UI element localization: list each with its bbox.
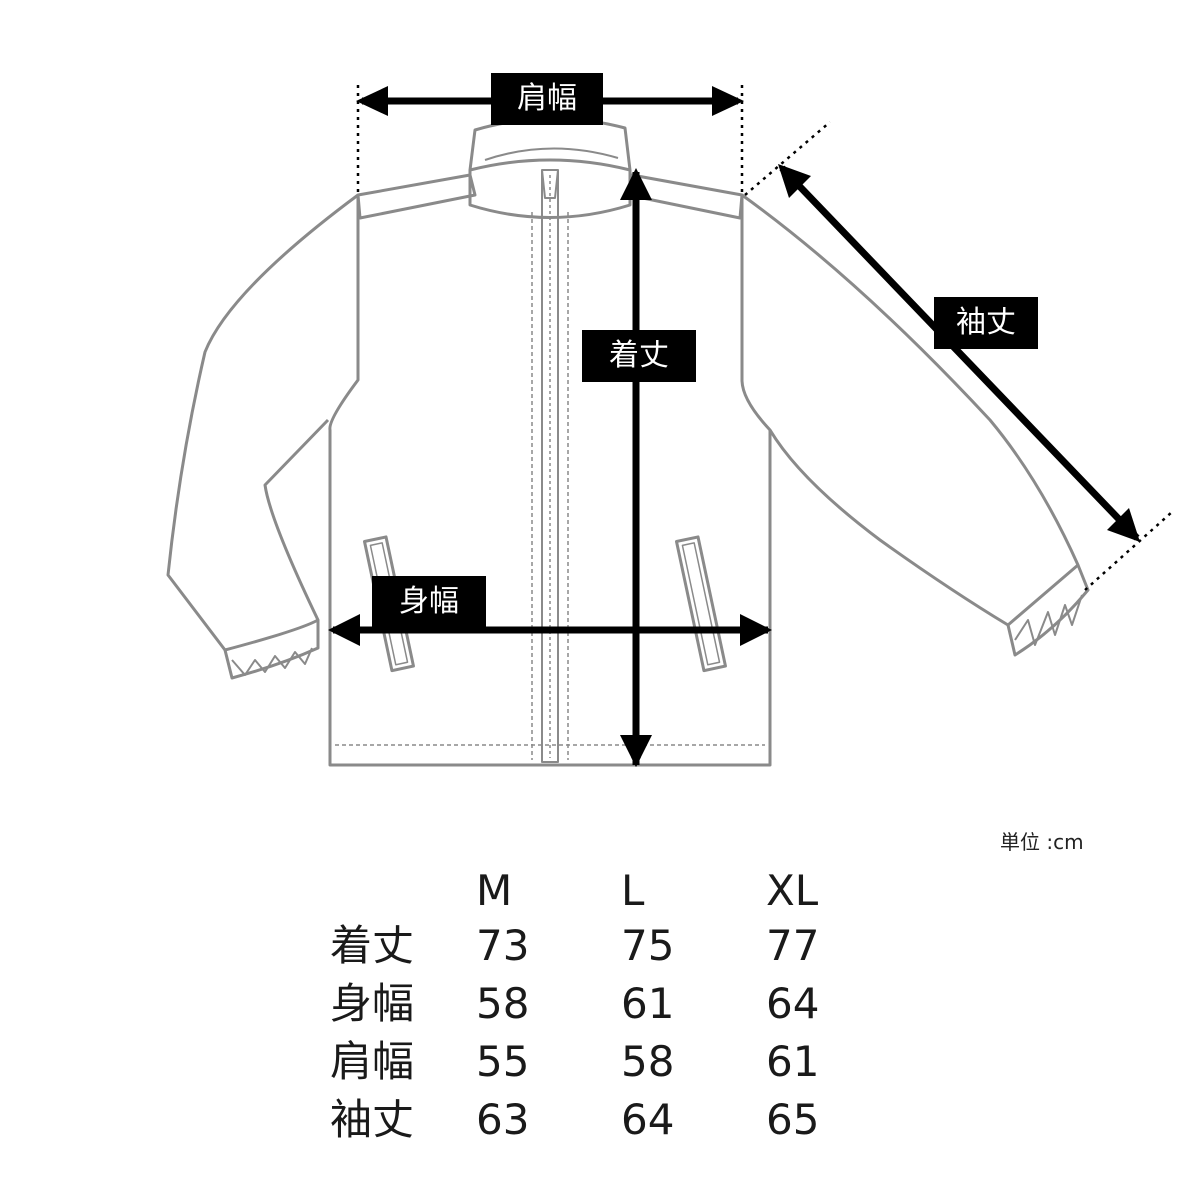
table-cell: 61 — [621, 979, 675, 1028]
table-cell: 64 — [766, 979, 820, 1028]
table-cell: 65 — [766, 1095, 820, 1144]
collar — [468, 116, 632, 172]
width-arrowhead-left — [328, 614, 360, 646]
right-pocket — [674, 535, 727, 673]
width-arrowhead-right — [740, 614, 772, 646]
guide-lines — [356, 85, 1173, 591]
table-cell: 73 — [476, 921, 530, 970]
table-cell: 63 — [476, 1095, 530, 1144]
label-sleeve-length: 袖丈 — [934, 297, 1038, 349]
table-row: 着丈 73 75 77 — [330, 917, 850, 975]
sleeve-arrowhead-top — [778, 164, 811, 198]
table-cell: 55 — [476, 1037, 530, 1086]
left-sleeve — [166, 193, 359, 652]
table-row: 袖丈 63 64 65 — [330, 1091, 850, 1149]
table-cell: 64 — [621, 1095, 675, 1144]
unit-note: 単位 :cm — [1000, 830, 1084, 854]
size-header: M — [476, 866, 513, 915]
size-header: L — [621, 866, 645, 915]
table-cell: 61 — [766, 1037, 820, 1086]
right-sleeve — [741, 193, 1080, 627]
table-row: 身幅 58 61 64 — [330, 975, 850, 1033]
sleeve-length-arrow — [779, 165, 1140, 541]
label-shoulder-width: 肩幅 — [491, 73, 603, 125]
jacket-outline — [166, 85, 1173, 767]
table-cell: 77 — [766, 921, 820, 970]
row-label: 袖丈 — [330, 1095, 415, 1144]
shoulder-arrowhead-left — [356, 86, 388, 116]
table-cell: 58 — [621, 1037, 675, 1086]
label-body-length: 着丈 — [582, 330, 696, 382]
shoulder-arrowhead-right — [712, 86, 744, 116]
row-label: 肩幅 — [330, 1037, 415, 1086]
zipper — [541, 169, 559, 763]
jacket-body — [328, 195, 772, 767]
sleeve-arrowhead-bottom — [1107, 508, 1140, 542]
table-row: 肩幅 55 58 61 — [330, 1033, 850, 1091]
table-cell: 75 — [621, 921, 675, 970]
row-label: 着丈 — [330, 921, 415, 970]
length-arrowhead-bottom — [620, 735, 652, 767]
label-body-width: 身幅 — [372, 576, 486, 628]
jacket-diagram: 肩幅 着丈 袖丈 身幅 — [166, 73, 1173, 767]
table-cell: 58 — [476, 979, 530, 1028]
size-header: XL — [766, 866, 819, 915]
length-arrowhead-top — [620, 168, 652, 200]
left-shoulder — [356, 173, 477, 220]
row-label: 身幅 — [330, 979, 415, 1028]
table-header-row: M L XL — [330, 862, 850, 920]
left-cuff — [223, 620, 320, 680]
